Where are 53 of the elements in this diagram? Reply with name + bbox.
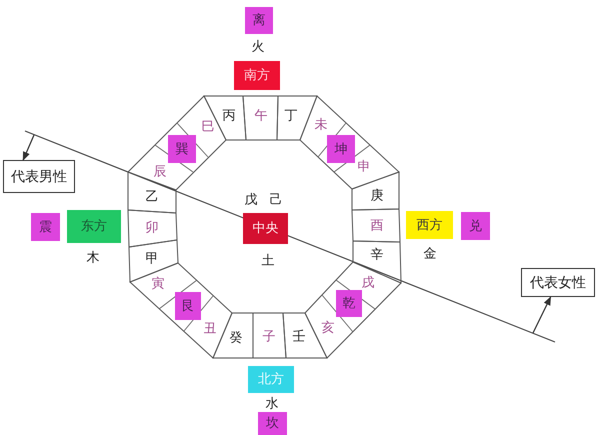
trigram-box: 离: [245, 7, 273, 34]
ring-segment: [300, 96, 399, 189]
cell-text: 子: [262, 330, 276, 344]
cell-text: 未: [314, 118, 328, 132]
trigram-box: 坤: [327, 135, 355, 163]
cell-text: 卯: [146, 222, 158, 234]
trigram-box: 艮: [175, 292, 201, 320]
cell-text: 癸: [230, 332, 242, 344]
cell-text: 酉: [370, 220, 384, 232]
cell-text: 丙: [222, 110, 236, 122]
cell-text: 申: [358, 160, 370, 174]
trigram-box: 巽: [168, 135, 196, 163]
trigram-box: 乾: [336, 290, 362, 317]
direction-box: 南方: [234, 61, 280, 90]
note-box: 代表男性: [3, 160, 75, 193]
ring-segment: [305, 262, 401, 358]
trigram-box: 震: [31, 213, 60, 241]
cell-text: 辰: [154, 166, 166, 178]
cell-text: 甲: [146, 252, 158, 266]
cell-text: 戌: [362, 276, 374, 290]
cell-text: 巳: [202, 120, 214, 134]
element-label: 木: [86, 252, 100, 264]
ring-cell: [204, 96, 246, 140]
cell-text: 庚: [370, 190, 384, 202]
trigram-box: 兑: [461, 212, 490, 240]
element-label: 戊: [244, 194, 258, 206]
direction-box: 东方: [67, 210, 121, 243]
element-label: 水: [266, 398, 278, 410]
element-label: 金: [424, 248, 436, 260]
ring-cell: [253, 313, 286, 358]
trigram-box: 坎: [258, 412, 287, 435]
ring-cell: [352, 172, 399, 210]
cell-text: 寅: [152, 278, 164, 290]
cell-text: 乙: [146, 190, 158, 204]
center-box: 中央: [243, 213, 288, 244]
cell-text: 壬: [292, 330, 306, 344]
cell-text: 午: [254, 110, 268, 122]
ring-cell: [352, 209, 400, 242]
element-label: 己: [270, 194, 282, 206]
ring-cell: [243, 96, 278, 140]
direction-box: 北方: [248, 366, 294, 393]
note-box: 代表女性: [521, 268, 595, 297]
element-label: 火: [252, 40, 264, 54]
cell-text: 亥: [322, 322, 334, 334]
arrow: [22, 134, 35, 161]
ring-cell: [277, 96, 317, 140]
cell-text: 辛: [370, 248, 384, 262]
cell-text: 丁: [284, 110, 298, 122]
element-label: 土: [262, 254, 274, 268]
ring-cell: [128, 210, 177, 247]
arrow: [532, 296, 552, 334]
direction-box: 西方: [406, 211, 453, 239]
cell-text: 丑: [204, 322, 216, 336]
